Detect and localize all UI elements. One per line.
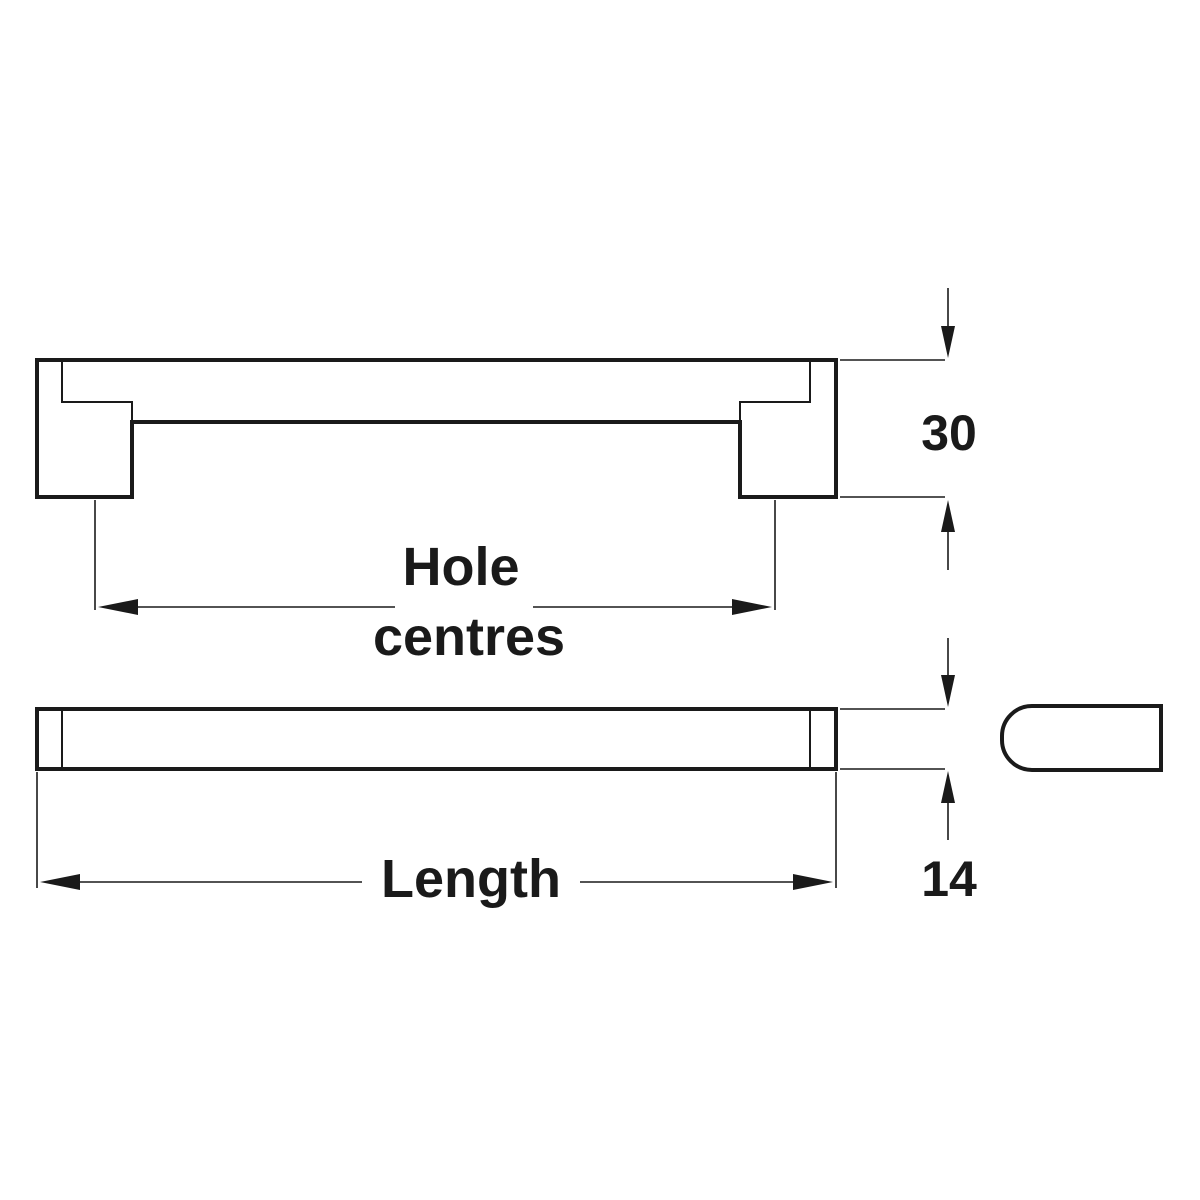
depth-dimension (840, 638, 955, 840)
handle-top-view (35, 707, 838, 771)
length-label: Length (381, 849, 561, 909)
hole-centres-label-line1: Hole (402, 537, 519, 597)
length-dimension (36, 772, 837, 890)
hole-centres-dimension (94, 500, 776, 615)
height-value: 30 (921, 405, 977, 461)
hole-centres-label-line2: centres (373, 607, 565, 667)
handle-end-profile (1000, 704, 1163, 772)
handle-front-view (35, 358, 838, 499)
height-dimension (840, 288, 955, 570)
depth-value: 14 (921, 851, 977, 907)
